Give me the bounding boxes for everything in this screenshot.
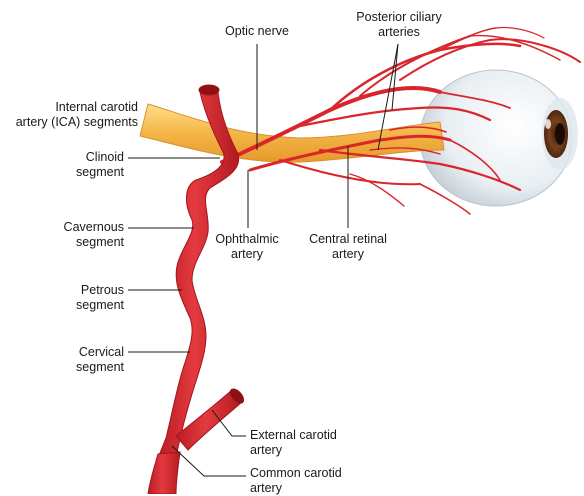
optic-nerve	[140, 104, 444, 162]
label-ica-segments: Internal carotid artery (ICA) segments	[2, 100, 138, 130]
label-petrous-segment: Petrous segment	[40, 283, 124, 313]
ica-top-opening	[199, 85, 219, 95]
label-clinoid-segment: Clinoid segment	[40, 150, 124, 180]
label-ophthalmic-artery: Ophthalmic artery	[204, 232, 290, 262]
leader-common-carotid	[172, 446, 246, 476]
label-external-carotid-artery: External carotid artery	[250, 428, 370, 458]
common-carotid-artery	[148, 452, 180, 494]
label-optic-nerve: Optic nerve	[214, 24, 300, 39]
label-central-retinal-artery: Central retinal artery	[296, 232, 400, 262]
label-common-carotid-artery: Common carotid artery	[250, 466, 370, 496]
label-cavernous-segment: Cavernous segment	[40, 220, 124, 250]
label-posterior-ciliary-arteries: Posterior ciliary arteries	[334, 10, 464, 40]
pupil	[555, 123, 565, 145]
label-cervical-segment: Cervical segment	[40, 345, 124, 375]
